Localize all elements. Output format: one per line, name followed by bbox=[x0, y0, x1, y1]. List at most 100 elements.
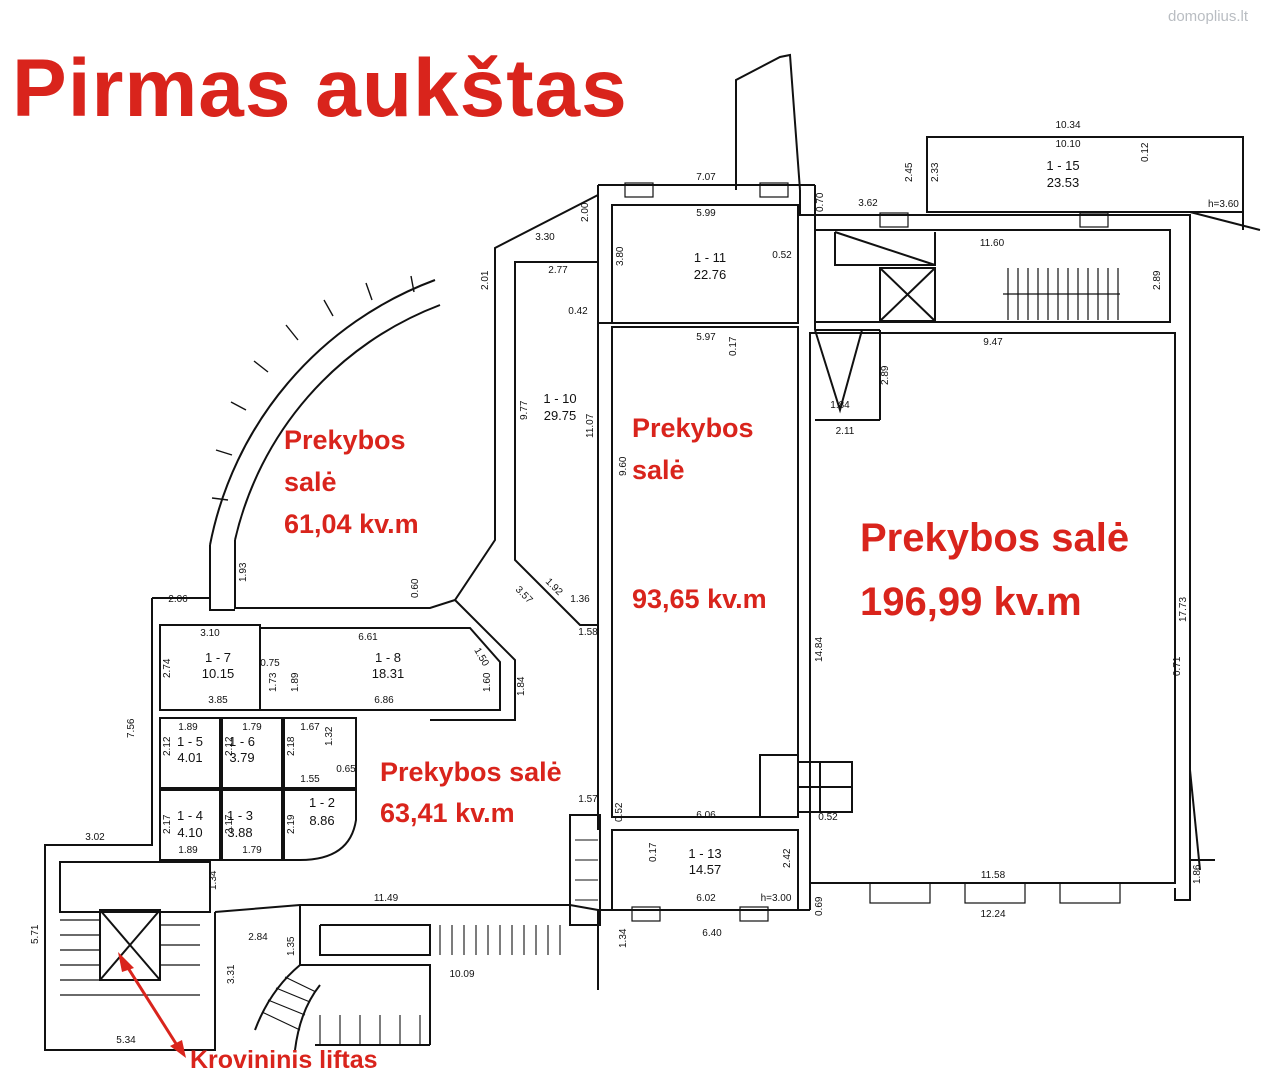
dimension-label: 1.89 bbox=[178, 845, 198, 856]
dimension-label: 5.34 bbox=[116, 1035, 136, 1046]
dimension-label: 14.84 bbox=[814, 637, 825, 662]
dimension-label: 2.77 bbox=[548, 265, 568, 276]
dimension-label: 2.18 bbox=[286, 736, 297, 756]
room-area-1-5: 4.01 bbox=[177, 750, 202, 765]
dimension-label: 0.60 bbox=[410, 578, 421, 598]
dimension-label: 1.79 bbox=[242, 845, 262, 856]
hall-63-label: Prekybos salė bbox=[380, 757, 562, 787]
dimension-label: 2.17 bbox=[162, 814, 173, 834]
dimension-label: 7.56 bbox=[126, 718, 137, 738]
hall-93-area: 93,65 kv.m bbox=[632, 584, 767, 614]
hall-93-outline bbox=[611, 326, 799, 818]
dimension-label: 0.17 bbox=[648, 842, 659, 862]
hall-61-label-line1: Prekybos bbox=[284, 425, 406, 455]
room-area-1-4: 4.10 bbox=[177, 825, 202, 840]
dimension-label: 11.49 bbox=[374, 893, 399, 904]
room-area-1-15: 23.53 bbox=[1047, 175, 1080, 190]
room-id-1-5: 1 - 5 bbox=[177, 734, 203, 749]
dimension-label: 7.07 bbox=[696, 172, 716, 183]
dimension-label: 9.60 bbox=[618, 456, 629, 476]
room-id-1-10: 1 - 10 bbox=[543, 391, 576, 406]
room-id-1-2: 1 - 2 bbox=[309, 795, 335, 810]
dimension-label: 6.40 bbox=[702, 928, 722, 939]
hall-63-area: 63,41 kv.m bbox=[380, 798, 515, 828]
dimension-label: 2.00 bbox=[580, 202, 591, 222]
room-1-10-outline bbox=[514, 261, 599, 626]
dimension-label: 0.52 bbox=[614, 802, 625, 822]
room-id-1-7: 1 - 7 bbox=[205, 650, 231, 665]
room-id-1-15: 1 - 15 bbox=[1046, 158, 1079, 173]
dimension-label: 2.12 bbox=[224, 736, 235, 756]
dimension-label: 10.09 bbox=[449, 969, 474, 980]
room-id-1-13: 1 - 13 bbox=[688, 846, 721, 861]
hall-93-label-line2: salė bbox=[632, 455, 685, 485]
dimension-label: 3.02 bbox=[85, 832, 105, 843]
watermark: domoplius.lt bbox=[1168, 8, 1249, 25]
hall-93-label-line1: Prekybos bbox=[632, 413, 754, 443]
room-area-1-11: 22.76 bbox=[694, 267, 727, 282]
dimension-label: 0.75 bbox=[260, 658, 280, 669]
dimension-label: 6.61 bbox=[358, 632, 378, 643]
dimension-label: 1.55 bbox=[300, 774, 320, 785]
dimension-label: 0.42 bbox=[568, 306, 588, 317]
dimension-label: 10.10 bbox=[1055, 139, 1080, 150]
dimension-label: 2.74 bbox=[162, 658, 173, 678]
dimension-label: 9.77 bbox=[519, 400, 530, 420]
dimension-label: 0.52 bbox=[818, 812, 838, 823]
dimension-label: h=3.00 bbox=[761, 893, 792, 904]
dimension-label: 0.71 bbox=[1172, 656, 1183, 676]
room-id-1-3: 1 - 3 bbox=[227, 808, 253, 823]
dimension-label: 3.85 bbox=[208, 695, 228, 706]
dimension-label: 2.12 bbox=[162, 736, 173, 756]
dimension-label: 0.52 bbox=[772, 250, 792, 261]
dimension-label: 6.06 bbox=[696, 810, 716, 821]
room-1-2-outline bbox=[283, 789, 357, 861]
room-area-1-8: 18.31 bbox=[372, 666, 405, 681]
dimension-label: 1.89 bbox=[290, 672, 301, 692]
dimension-label: 1.60 bbox=[482, 672, 493, 692]
room-area-1-13: 14.57 bbox=[689, 862, 722, 877]
lift-top bbox=[879, 267, 936, 322]
dimension-label: 1.57 bbox=[578, 794, 598, 805]
dimension-label: 1.93 bbox=[238, 562, 249, 582]
dimension-label: 12.24 bbox=[980, 909, 1005, 920]
dimension-label: 1.35 bbox=[286, 936, 297, 956]
dimension-label: 1.34 bbox=[208, 870, 219, 890]
dimension-label: 2.89 bbox=[880, 365, 891, 385]
freight-lift-label: Krovininis liftas bbox=[190, 1046, 378, 1074]
plan-title: Pirmas aukštas bbox=[12, 43, 628, 134]
dimension-label: 5.97 bbox=[696, 332, 716, 343]
dimension-label: 6.86 bbox=[374, 695, 394, 706]
dimension-label: 9.47 bbox=[983, 337, 1003, 348]
dimension-label: 2.84 bbox=[248, 932, 268, 943]
room-1-5-outline bbox=[159, 717, 221, 789]
dimension-label: 2.06 bbox=[168, 594, 188, 605]
dimension-label: 3.10 bbox=[200, 628, 220, 639]
dimension-label: 0.69 bbox=[814, 896, 825, 916]
room-id-1-11: 1 - 11 bbox=[694, 250, 726, 265]
room-area-1-7: 10.15 bbox=[202, 666, 235, 681]
dimension-label: 2.11 bbox=[836, 426, 855, 437]
outer-wall-right bbox=[799, 190, 1191, 901]
hall-61-area: 61,04 kv.m bbox=[284, 509, 419, 539]
dimension-label: 2.42 bbox=[782, 848, 793, 868]
room-1-8-outline bbox=[259, 627, 501, 711]
hall-196-label: Prekybos salė bbox=[860, 516, 1130, 560]
room-area-1-2: 8.86 bbox=[309, 813, 334, 828]
hall-196-area: 196,99 kv.m bbox=[860, 580, 1082, 624]
room-1-6-outline bbox=[221, 717, 283, 789]
dimension-label: 1.84 bbox=[516, 676, 527, 696]
dimension-label: 5.99 bbox=[696, 208, 716, 219]
room-1-4-outline bbox=[159, 789, 221, 861]
dimension-label: 0.12 bbox=[1140, 142, 1151, 162]
dimension-label: 5.71 bbox=[30, 924, 41, 944]
dimension-label: 1.36 bbox=[570, 594, 590, 605]
dimension-label: 3.31 bbox=[226, 964, 237, 984]
dimension-label: 2.33 bbox=[930, 162, 941, 182]
dimension-label: 1.86 bbox=[1192, 864, 1203, 884]
room-1-3-outline bbox=[221, 789, 283, 861]
dimension-label: 0.65 bbox=[336, 764, 356, 775]
dimension-label: 11.07 bbox=[585, 413, 596, 438]
dimension-label: 1.79 bbox=[242, 722, 262, 733]
room-id-1-4: 1 - 4 bbox=[177, 808, 203, 823]
